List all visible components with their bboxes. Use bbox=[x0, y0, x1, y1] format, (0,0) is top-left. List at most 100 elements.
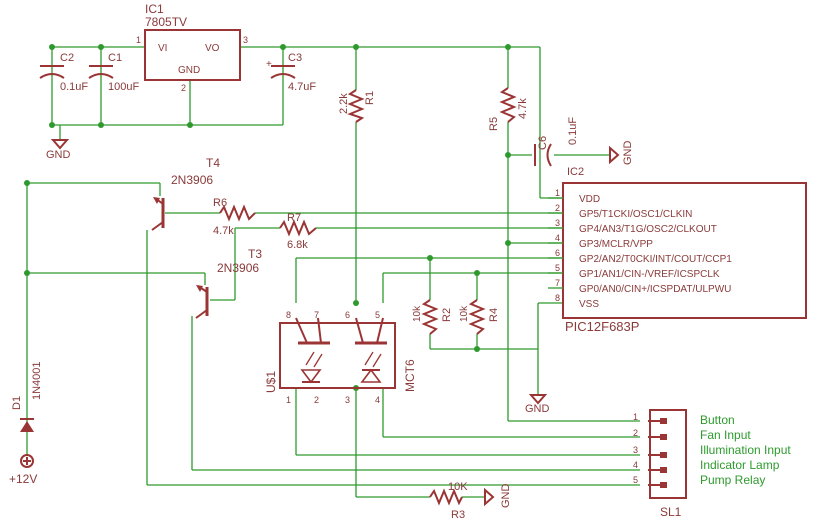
svg-text:10k: 10k bbox=[459, 305, 470, 322]
ic1-pin-vo: VO bbox=[205, 43, 220, 54]
svg-text:2: 2 bbox=[633, 428, 638, 438]
ic1-regulator: IC1 7805TV VI VO GND 1 2 3 bbox=[136, 2, 248, 93]
svg-text:+12V: +12V bbox=[9, 472, 37, 486]
ic2-value: PIC12F683P bbox=[565, 319, 639, 334]
svg-text:GP1/AN1/CIN-/VREF/ICSPCLK: GP1/AN1/CIN-/VREF/ICSPCLK bbox=[579, 269, 720, 280]
resistor-r1: R1 2.2k bbox=[338, 89, 376, 123]
transistor-t3: T3 2N3906 bbox=[195, 247, 262, 319]
svg-text:GND: GND bbox=[622, 141, 634, 166]
svg-text:1N4001: 1N4001 bbox=[31, 361, 43, 400]
connector-labels: Button Fan Input Illumination Input Indi… bbox=[700, 413, 791, 487]
cap-c2: C2 0.1uF bbox=[39, 52, 88, 93]
svg-text:8: 8 bbox=[286, 310, 291, 320]
ic1-pin3: 3 bbox=[243, 35, 248, 45]
svg-text:7: 7 bbox=[314, 310, 319, 320]
c3-name: C3 bbox=[288, 52, 302, 64]
c1-name: C1 bbox=[108, 52, 122, 64]
ic2-name-label: IC2 bbox=[567, 166, 584, 178]
wires bbox=[26, 46, 640, 498]
svg-text:T4: T4 bbox=[206, 156, 220, 170]
svg-text:1: 1 bbox=[555, 188, 560, 198]
resistor-r4: 10k R4 bbox=[459, 299, 500, 335]
c1-value: 100uF bbox=[108, 81, 139, 93]
c2-name: C2 bbox=[60, 52, 74, 64]
supply-12v: +12V bbox=[9, 454, 37, 486]
svg-text:3: 3 bbox=[555, 218, 560, 228]
cap-c3: + C3 4.7uF bbox=[266, 52, 316, 93]
ic1-pin-vi: VI bbox=[158, 43, 167, 54]
ic1-pin2: 2 bbox=[181, 83, 186, 93]
junctions bbox=[24, 44, 511, 391]
svg-text:8: 8 bbox=[555, 293, 560, 303]
ic2-microcontroller: 1 2 3 4 6 5 7 8 VDD GP5/T1CKI/OSC1/CLKIN… bbox=[548, 182, 807, 334]
c6-name: C6 bbox=[537, 136, 549, 150]
svg-text:4: 4 bbox=[633, 460, 638, 470]
label-fan-input: Fan Input bbox=[700, 428, 751, 442]
transistor-t4: T4 2N3906 bbox=[151, 156, 220, 231]
cap-c1: C1 100uF bbox=[88, 52, 139, 93]
label-button: Button bbox=[700, 413, 735, 427]
svg-text:GP4/AN3/T1G/OSC2/CLKOUT: GP4/AN3/T1G/OSC2/CLKOUT bbox=[579, 224, 717, 235]
svg-text:T3: T3 bbox=[248, 247, 262, 261]
svg-text:2: 2 bbox=[314, 395, 319, 405]
svg-text:6: 6 bbox=[555, 248, 560, 258]
resistor-r7: R7 6.8k bbox=[279, 212, 317, 251]
svg-text:GP5/T1CKI/OSC1/CLKIN: GP5/T1CKI/OSC1/CLKIN bbox=[579, 209, 692, 220]
svg-text:6: 6 bbox=[345, 310, 350, 320]
label-pump-relay: Pump Relay bbox=[700, 473, 765, 487]
resistor-r6: R6 4.7k bbox=[213, 197, 256, 237]
svg-text:SL1: SL1 bbox=[660, 505, 682, 519]
diode-d1: D1 1N4001 bbox=[11, 361, 43, 440]
svg-text:GP2/AN2/T0CKI/INT/COUT/CCP1: GP2/AN2/T0CKI/INT/COUT/CCP1 bbox=[579, 254, 732, 265]
svg-text:2: 2 bbox=[555, 203, 560, 213]
resistor-r3: 10K R3 bbox=[429, 481, 468, 521]
svg-text:R1: R1 bbox=[364, 91, 376, 105]
svg-text:4: 4 bbox=[555, 233, 560, 243]
svg-text:GND: GND bbox=[46, 149, 71, 161]
connector-sl1: 1 2 3 4 5 SL1 bbox=[633, 409, 687, 519]
svg-text:+: + bbox=[266, 59, 272, 70]
svg-text:VDD: VDD bbox=[579, 194, 600, 205]
svg-text:5: 5 bbox=[633, 475, 638, 485]
svg-text:D1: D1 bbox=[11, 396, 23, 410]
gnd-symbol-ic2: GND bbox=[525, 394, 550, 415]
svg-text:10k: 10k bbox=[412, 305, 423, 322]
svg-text:MCT6: MCT6 bbox=[403, 359, 417, 392]
gnd-symbol-r3: GND bbox=[484, 484, 512, 509]
ic1-pin1: 1 bbox=[136, 35, 141, 45]
svg-text:3: 3 bbox=[345, 395, 350, 405]
svg-text:R6: R6 bbox=[213, 197, 227, 209]
ic1-name: IC1 bbox=[145, 2, 164, 16]
cap-c6: C6 0.1uF IC2 bbox=[534, 117, 584, 178]
svg-text:4.7k: 4.7k bbox=[517, 98, 529, 119]
svg-text:R3: R3 bbox=[451, 509, 465, 521]
svg-text:6.8k: 6.8k bbox=[287, 239, 308, 251]
svg-text:10K: 10K bbox=[448, 481, 468, 493]
svg-text:4.7k: 4.7k bbox=[213, 225, 234, 237]
svg-text:2N3906: 2N3906 bbox=[217, 261, 259, 275]
svg-text:2N3906: 2N3906 bbox=[171, 173, 213, 187]
ic2-pin-labels: VDD GP5/T1CKI/OSC1/CLKIN GP4/AN3/T1G/OSC… bbox=[579, 194, 732, 310]
svg-text:R5: R5 bbox=[488, 117, 500, 131]
c2-value: 0.1uF bbox=[60, 81, 88, 93]
optocoupler-u1: 8 7 6 5 1 2 3 4 U$1 MCT6 bbox=[264, 310, 417, 405]
c6-value: 0.1uF bbox=[567, 117, 579, 145]
svg-text:7: 7 bbox=[555, 278, 560, 288]
resistor-r2: 10k R2 bbox=[412, 299, 453, 335]
svg-text:U$1: U$1 bbox=[264, 371, 278, 393]
c3-value: 4.7uF bbox=[288, 81, 316, 93]
svg-text:R2: R2 bbox=[441, 308, 453, 322]
svg-text:VSS: VSS bbox=[579, 299, 599, 310]
ic2-pin-numbers: 1 2 3 4 6 5 7 8 bbox=[555, 188, 560, 303]
svg-text:1: 1 bbox=[286, 395, 291, 405]
svg-text:5: 5 bbox=[555, 263, 560, 273]
gnd-symbol-left: GND bbox=[46, 139, 71, 161]
label-indicator-lamp: Indicator Lamp bbox=[700, 458, 780, 472]
svg-text:3: 3 bbox=[633, 445, 638, 455]
svg-text:1: 1 bbox=[633, 412, 638, 422]
resistor-r5: R5 4.7k bbox=[488, 87, 529, 131]
svg-text:2.2k: 2.2k bbox=[338, 93, 350, 114]
svg-text:4: 4 bbox=[375, 395, 380, 405]
svg-text:GND: GND bbox=[500, 484, 512, 509]
